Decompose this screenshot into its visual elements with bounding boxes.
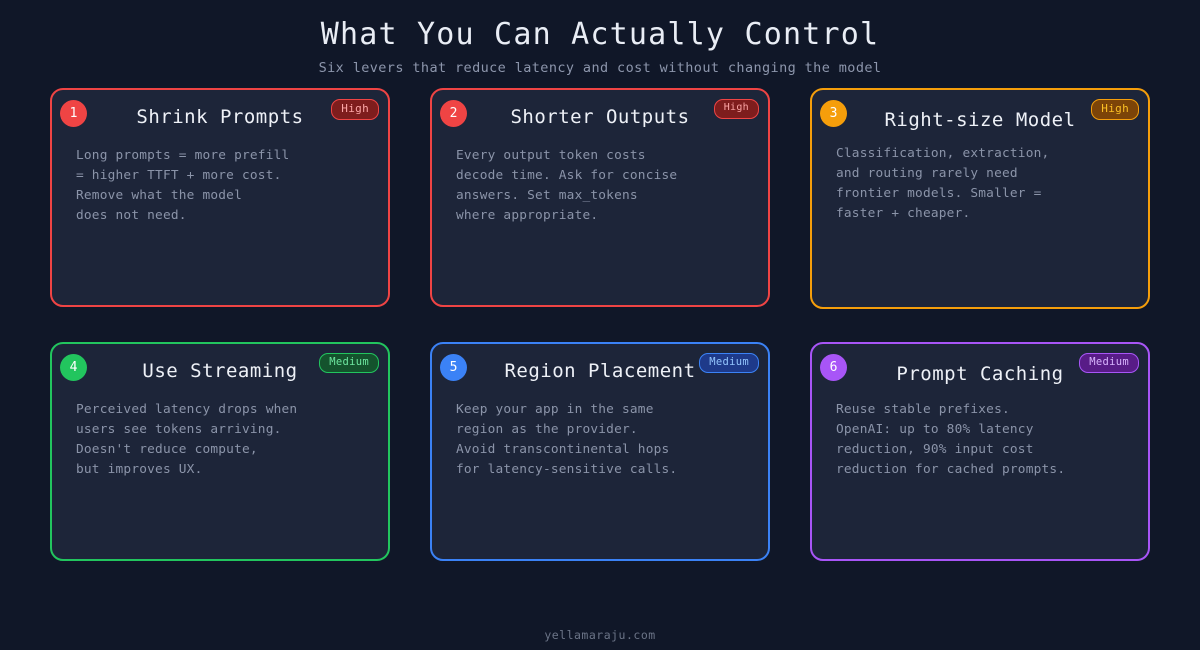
page-subtitle: Six levers that reduce latency and cost … — [318, 59, 882, 76]
lever-card-2[interactable]: 2 Shorter Outputs High Every output toke… — [430, 88, 770, 307]
page-header: What You Can Actually Control Six levers… — [0, 0, 1200, 76]
card-title: Shorter Outputs — [510, 106, 690, 128]
card-title: Shrink Prompts — [136, 106, 304, 128]
card-header: 3 Right-size Model High — [812, 90, 1148, 138]
page-title: What You Can Actually Control — [320, 17, 880, 52]
card-header: 1 Shrink Prompts High — [52, 90, 388, 138]
card-header: 6 Prompt Caching Medium — [812, 344, 1148, 392]
card-title: Region Placement — [504, 360, 696, 382]
card-number-badge: 2 — [440, 100, 467, 127]
card-number-badge: 1 — [60, 100, 87, 127]
card-body-text: Classification, extraction, and routing … — [836, 146, 1050, 221]
card-body-text: Every output token costs decode time. As… — [456, 148, 678, 223]
lever-card-grid: 1 Shrink Prompts High Long prompts = mor… — [50, 88, 1150, 561]
lever-card-6[interactable]: 6 Prompt Caching Medium Reuse stable pre… — [810, 342, 1150, 561]
card-title: Right-size Model — [884, 109, 1076, 131]
priority-badge: High — [331, 99, 379, 120]
footer-attribution: yellamaraju.com — [544, 628, 656, 642]
lever-card-5[interactable]: 5 Region Placement Medium Keep your app … — [430, 342, 770, 561]
card-number-badge: 6 — [820, 354, 847, 381]
priority-badge: High — [1091, 99, 1139, 120]
card-header: 5 Region Placement Medium — [432, 344, 768, 392]
card-number-badge: 3 — [820, 100, 847, 127]
priority-badge: Medium — [1079, 353, 1139, 374]
priority-badge: High — [713, 99, 759, 119]
card-number-badge: 4 — [60, 354, 87, 381]
priority-badge: Medium — [699, 353, 759, 374]
lever-card-4[interactable]: 4 Use Streaming Medium Perceived latency… — [50, 342, 390, 561]
card-body-text: Long prompts = more prefill = higher TTF… — [76, 148, 290, 223]
card-title: Use Streaming — [142, 360, 298, 382]
card-number-badge: 5 — [440, 354, 467, 381]
card-body-text: Reuse stable prefixes. OpenAI: up to 80%… — [836, 402, 1066, 477]
priority-badge: Medium — [319, 353, 379, 374]
lever-card-3[interactable]: 3 Right-size Model High Classification, … — [810, 88, 1150, 309]
card-header: 2 Shorter Outputs High — [432, 90, 768, 138]
card-title: Prompt Caching — [896, 363, 1064, 385]
card-header: 4 Use Streaming Medium — [52, 344, 388, 392]
card-body-text: Keep your app in the same region as the … — [456, 402, 678, 477]
card-body-text: Perceived latency drops when users see t… — [76, 402, 298, 477]
lever-card-1[interactable]: 1 Shrink Prompts High Long prompts = mor… — [50, 88, 390, 307]
